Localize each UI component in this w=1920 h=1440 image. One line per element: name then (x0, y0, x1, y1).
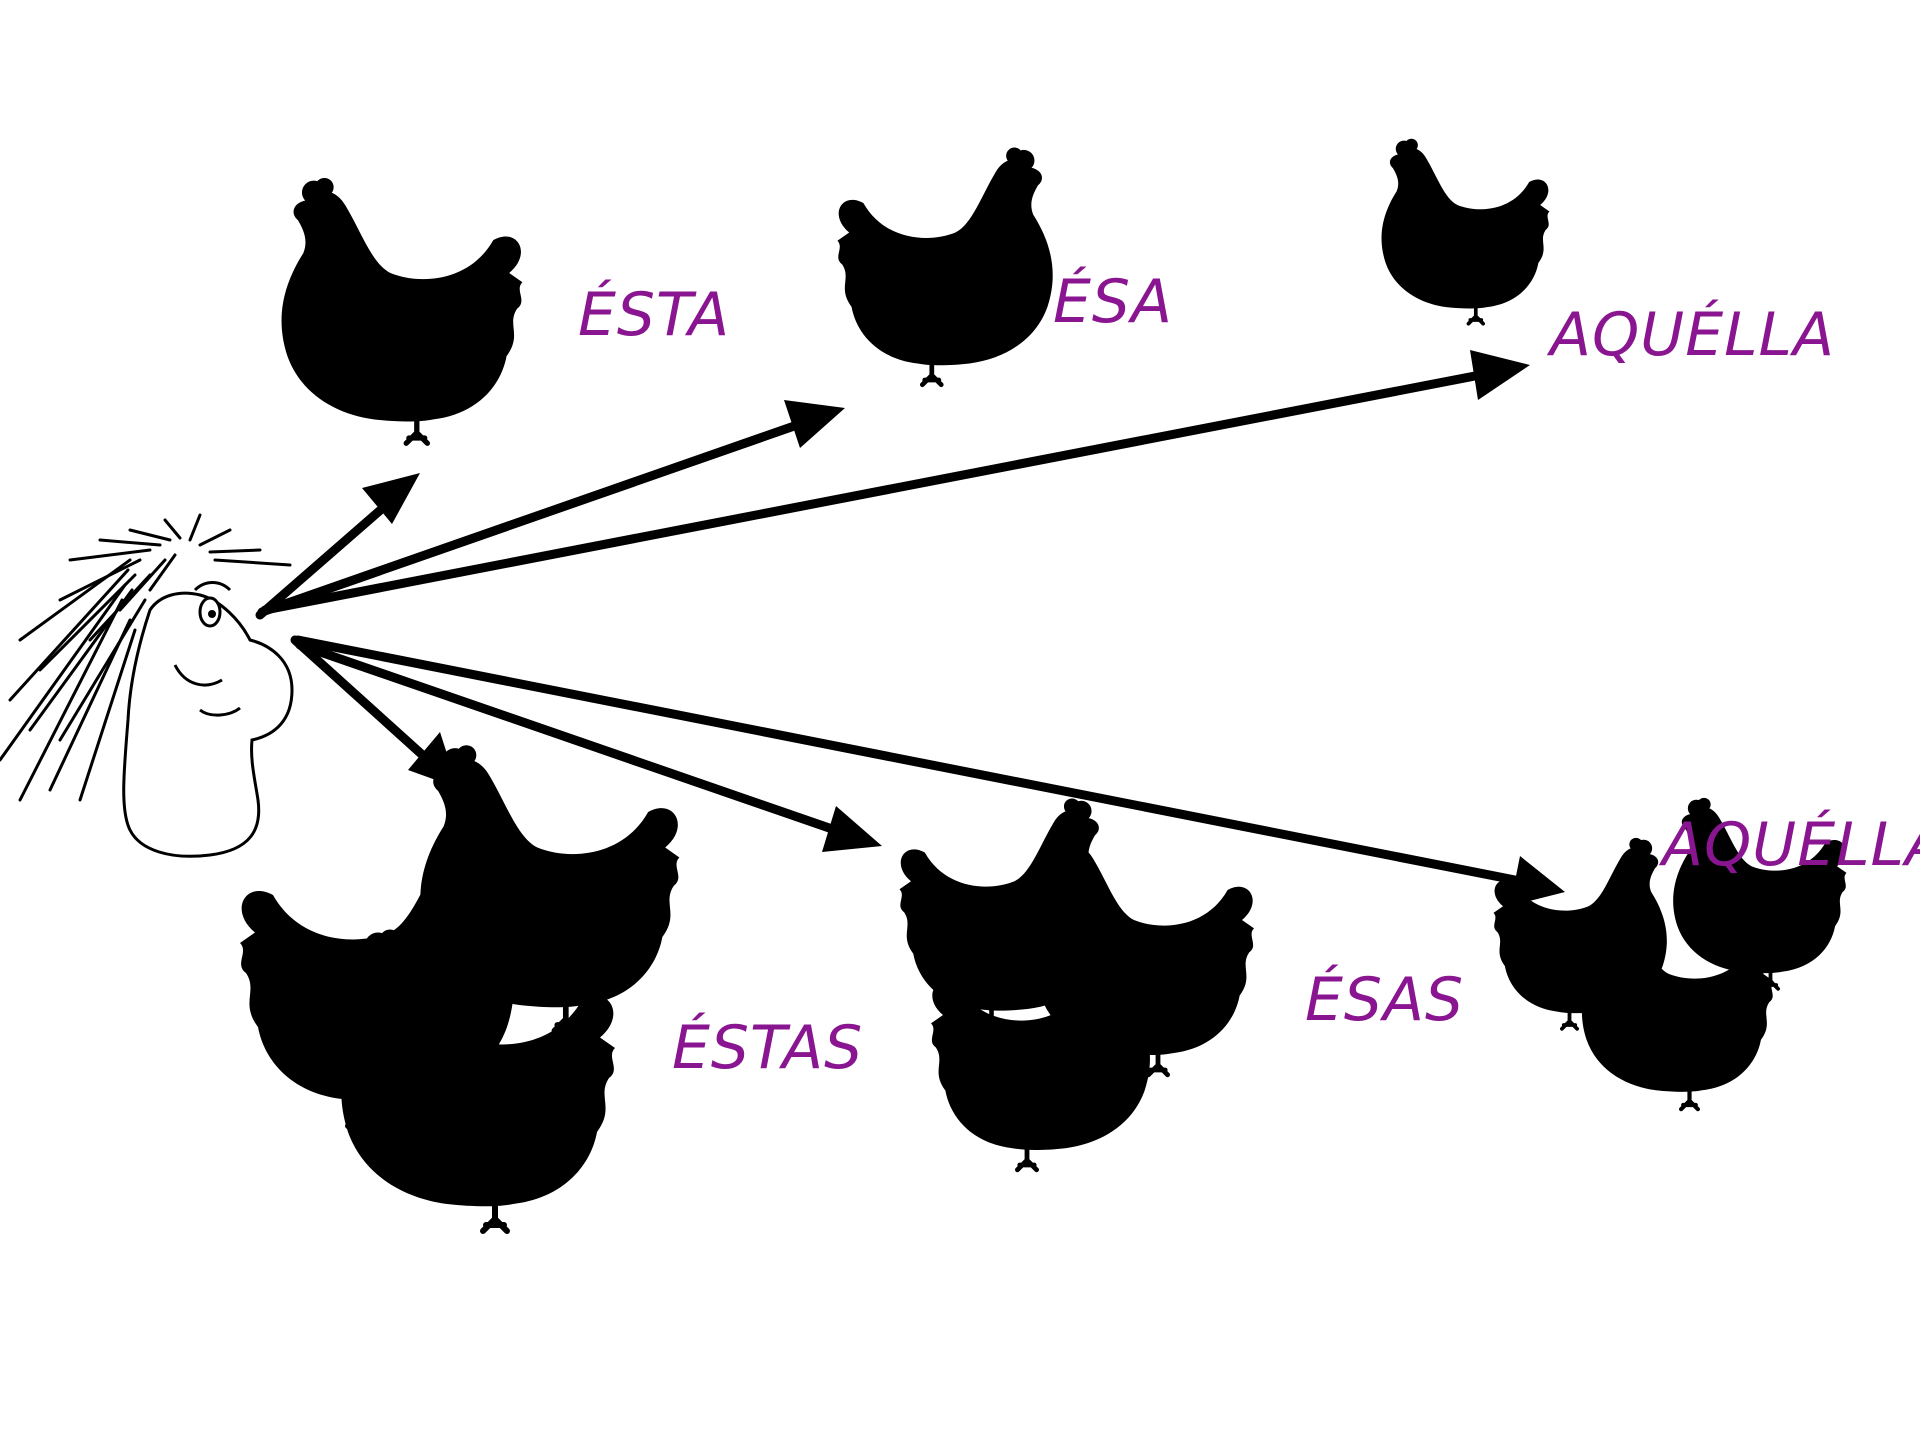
label-estas: ÉSTAS (672, 1011, 863, 1083)
arrow-esa-head (784, 400, 845, 448)
label-esta: ÉSTA (578, 278, 730, 350)
arrow-estas (290, 635, 433, 765)
arrow-aquellas (293, 635, 1520, 885)
label-aquella: AQUÉLLA (1546, 298, 1835, 370)
label-esa: ÉSA (1053, 265, 1173, 337)
arrow-aquellas-head (1510, 856, 1565, 906)
arrow-aquella (260, 370, 1485, 615)
arrow-esta (255, 495, 397, 620)
arrow-aquella-head (1470, 350, 1530, 400)
label-aquellas: AQUÉLLAS (1658, 808, 1920, 880)
arrow-esas (295, 640, 840, 835)
arrow-esta-head (362, 473, 420, 524)
label-esas: ÉSAS (1305, 963, 1464, 1035)
speaker-head-icon (0, 513, 294, 858)
arrow-esas-head (822, 806, 882, 852)
arrow-esa (257, 419, 805, 617)
arrows (255, 350, 1565, 906)
labels: ÉSTA ÉSA AQUÉLLA ÉSTAS ÉSAS AQUÉLLAS (578, 265, 1920, 1083)
